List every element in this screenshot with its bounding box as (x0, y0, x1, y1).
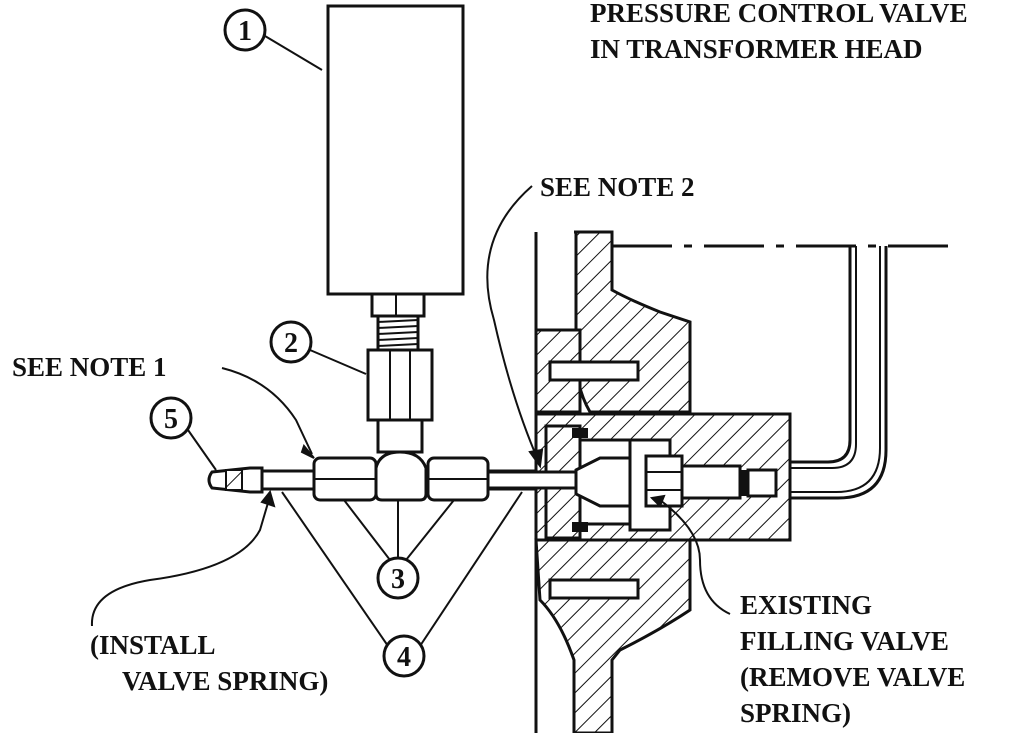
title-line-1: PRESSURE CONTROL VALVE (590, 0, 968, 28)
svg-text:2: 2 (284, 328, 298, 359)
callout-4: 4 (382, 634, 426, 678)
end-cap (207, 466, 264, 494)
install-spring-line-1: (INSTALL (90, 630, 216, 660)
existing-valve-line-4: SPRING) (740, 698, 851, 728)
existing-valve-line-2: FILLING VALVE (740, 626, 949, 656)
callout-3: 3 (376, 556, 420, 600)
svg-text:4: 4 (397, 642, 411, 673)
existing-filling-valve (486, 438, 778, 532)
callout-5: 5 (149, 396, 193, 440)
svg-text:1: 1 (238, 16, 252, 47)
transformer-head-casting (534, 230, 950, 733)
adapter-fitting (366, 348, 434, 454)
svg-text:3: 3 (391, 564, 405, 595)
svg-text:5: 5 (164, 404, 178, 435)
existing-valve-line-1: EXISTING (740, 590, 872, 620)
callout-2: 2 (269, 320, 313, 364)
existing-valve-line-3: (REMOVE VALVE (740, 662, 965, 692)
pressure-control-valve-body (326, 4, 465, 352)
note-1-label: SEE NOTE 1 (12, 352, 167, 382)
callout-1: 1 (223, 8, 267, 52)
install-spring-line-2: VALVE SPRING) (122, 666, 328, 696)
note-2-label: SEE NOTE 2 (540, 172, 695, 202)
title-line-2: IN TRANSFORMER HEAD (590, 34, 923, 64)
